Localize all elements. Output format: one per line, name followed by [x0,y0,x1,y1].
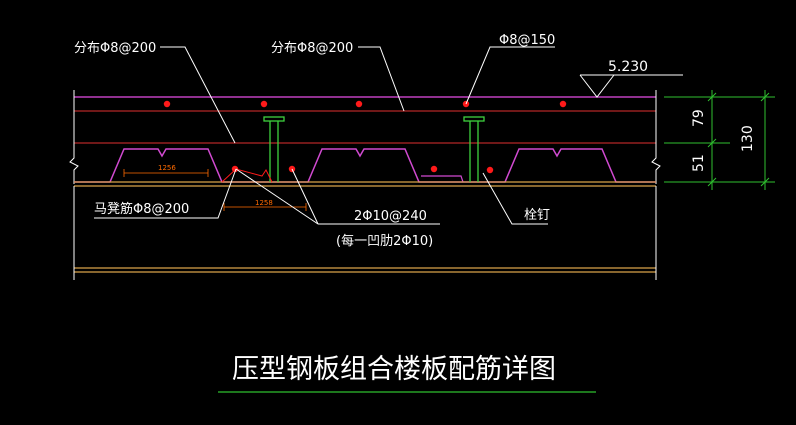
thickness-dimensions [664,90,775,190]
profiled-steel-deck [74,148,656,183]
drawing-title: 压型钢板组合楼板配筋详图 [232,354,556,385]
rib-width-label-2: 1258 [255,199,273,207]
dim-top-thickness: 79 [691,109,707,127]
shear-stud-1 [263,116,285,182]
label-top-bar: Φ8@150 [499,33,555,48]
top-rebar-dots [163,100,567,108]
label-stud: 栓钉 [524,208,550,223]
rib-width-dim-1 [123,169,209,177]
break-mark-left [69,90,79,184]
elevation-marker [579,74,683,98]
label-rib-note: (每一凹肋2Φ10) [336,233,433,249]
rib-width-label-1: 1256 [158,164,176,172]
shear-stud-2 [463,116,485,182]
leader-lines [94,46,555,225]
elevation-value: 5.230 [608,59,648,75]
deck-bottom-stiffener [421,175,464,183]
dim-rib-height: 51 [691,154,707,172]
label-dist-mid: 分布Φ8@200 [271,41,353,56]
stool-bar [221,168,273,183]
label-rib-bar: 2Φ10@240 [354,209,427,224]
rib-rebar-dots [231,165,494,174]
break-mark-right [651,90,661,184]
label-stool-bar: 马凳筋Φ8@200 [94,201,189,217]
label-dist-left: 分布Φ8@200 [74,41,156,56]
dim-total-thickness: 130 [740,125,756,152]
